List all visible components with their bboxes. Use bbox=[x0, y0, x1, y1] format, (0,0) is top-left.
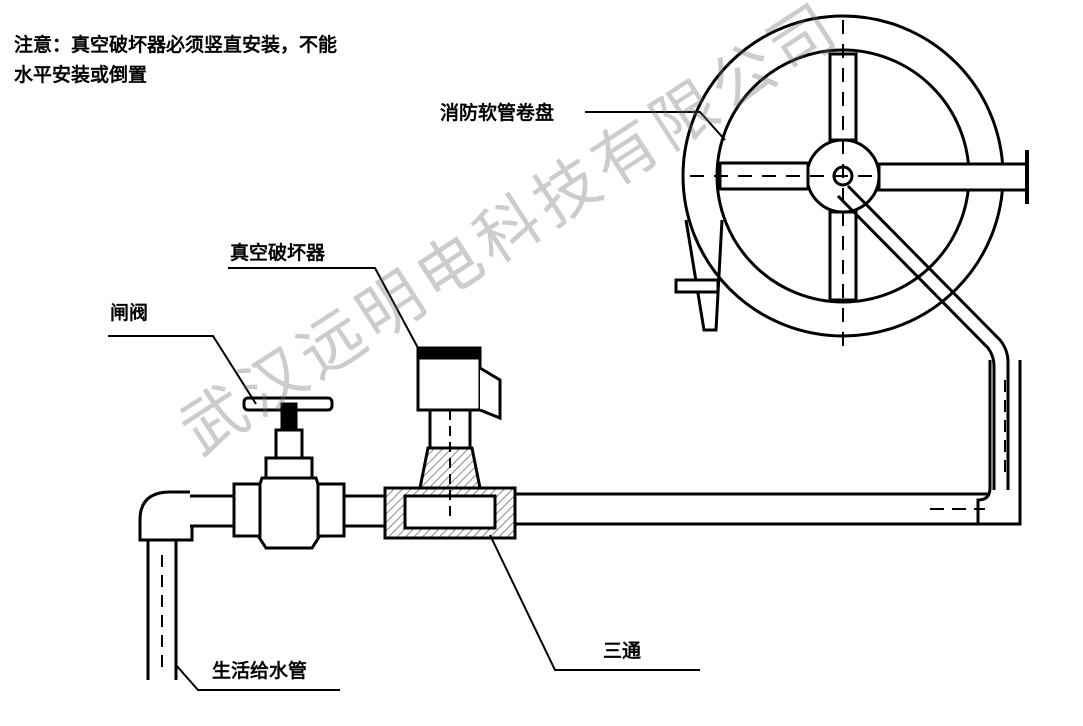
horizontal-pipe bbox=[515, 492, 990, 526]
label-supply-pipe: 生活给水管 bbox=[212, 660, 308, 682]
leader-lines bbox=[108, 111, 726, 691]
label-hose-reel: 消防软管卷盘 bbox=[440, 102, 555, 124]
valve-tee-pipe bbox=[190, 494, 385, 528]
installation-note: 注意：真空破坏器必须竖直安装，不能水平安装或倒置 bbox=[14, 34, 338, 86]
label-vacuum-breaker: 真空破坏器 bbox=[230, 242, 326, 264]
label-tee: 三通 bbox=[603, 640, 642, 662]
supply-pipe bbox=[138, 490, 194, 680]
hose-reel bbox=[674, 14, 1029, 490]
label-gate-valve: 闸阀 bbox=[110, 302, 149, 324]
riser-pipe bbox=[976, 360, 1022, 526]
vacuum-breaker bbox=[416, 346, 502, 520]
gate-valve bbox=[232, 396, 346, 550]
